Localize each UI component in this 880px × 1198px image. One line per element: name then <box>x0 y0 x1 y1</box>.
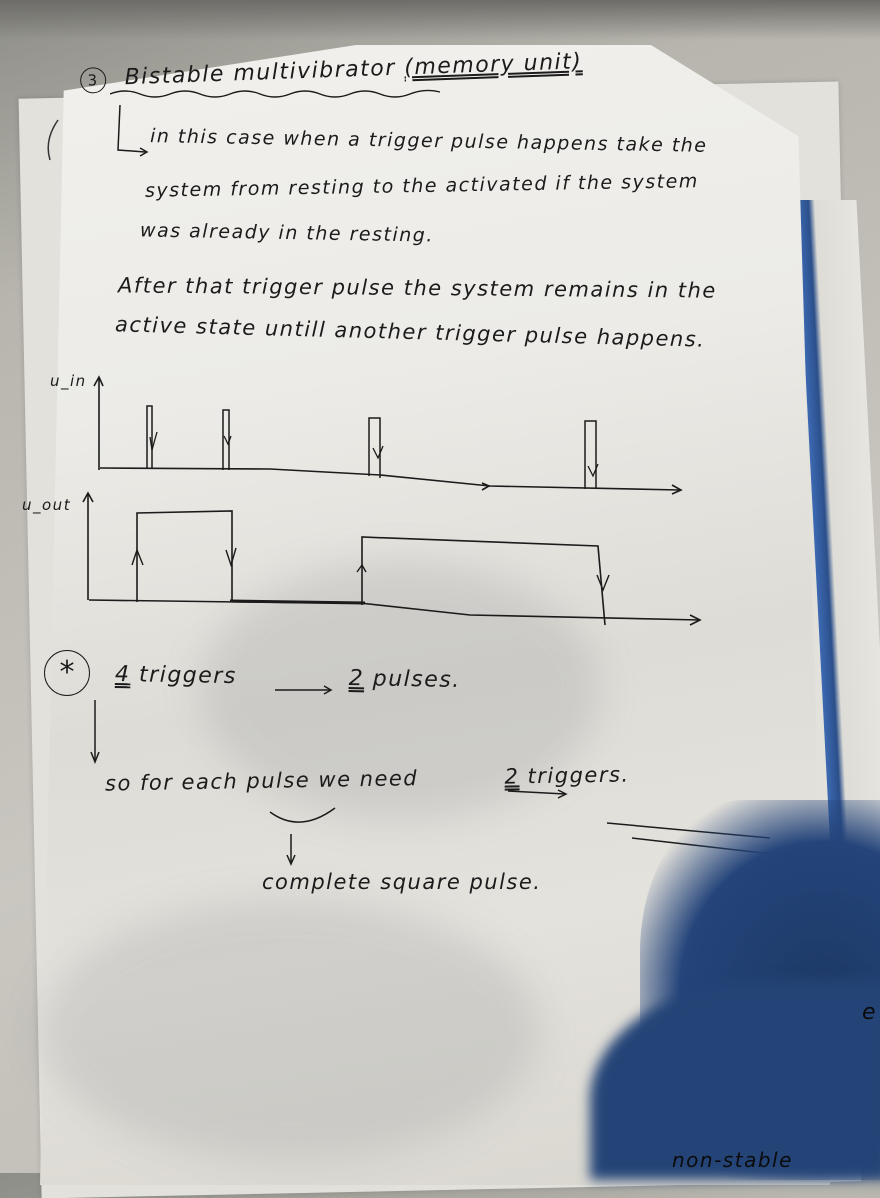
wavy-underline <box>110 89 441 98</box>
note-line2-mid: we need <box>318 766 419 792</box>
input-axis-label: u_in <box>50 372 87 390</box>
triggers-word: triggers <box>138 662 237 690</box>
star-marker-icon: * <box>44 650 90 696</box>
pulses-word: pulses. <box>372 666 461 694</box>
note-line2-prefix: so for each <box>104 769 239 796</box>
partial-text-edge: e <box>862 1000 878 1025</box>
background-shadow <box>0 0 880 40</box>
pulse-count: 2 <box>348 666 365 692</box>
output-axis-label: u_out <box>22 496 72 514</box>
light-shadow <box>40 900 540 1160</box>
needed-trigger-count: 2 <box>504 764 520 789</box>
light-shadow <box>200 560 600 820</box>
trigger-count: 4 <box>114 661 131 688</box>
partial-text-bottom: non-stable <box>672 1148 793 1172</box>
note-line3: complete square pulse. <box>262 870 542 894</box>
pulse-word: pulse <box>246 767 311 794</box>
triggers-end-word: triggers. <box>527 762 630 789</box>
